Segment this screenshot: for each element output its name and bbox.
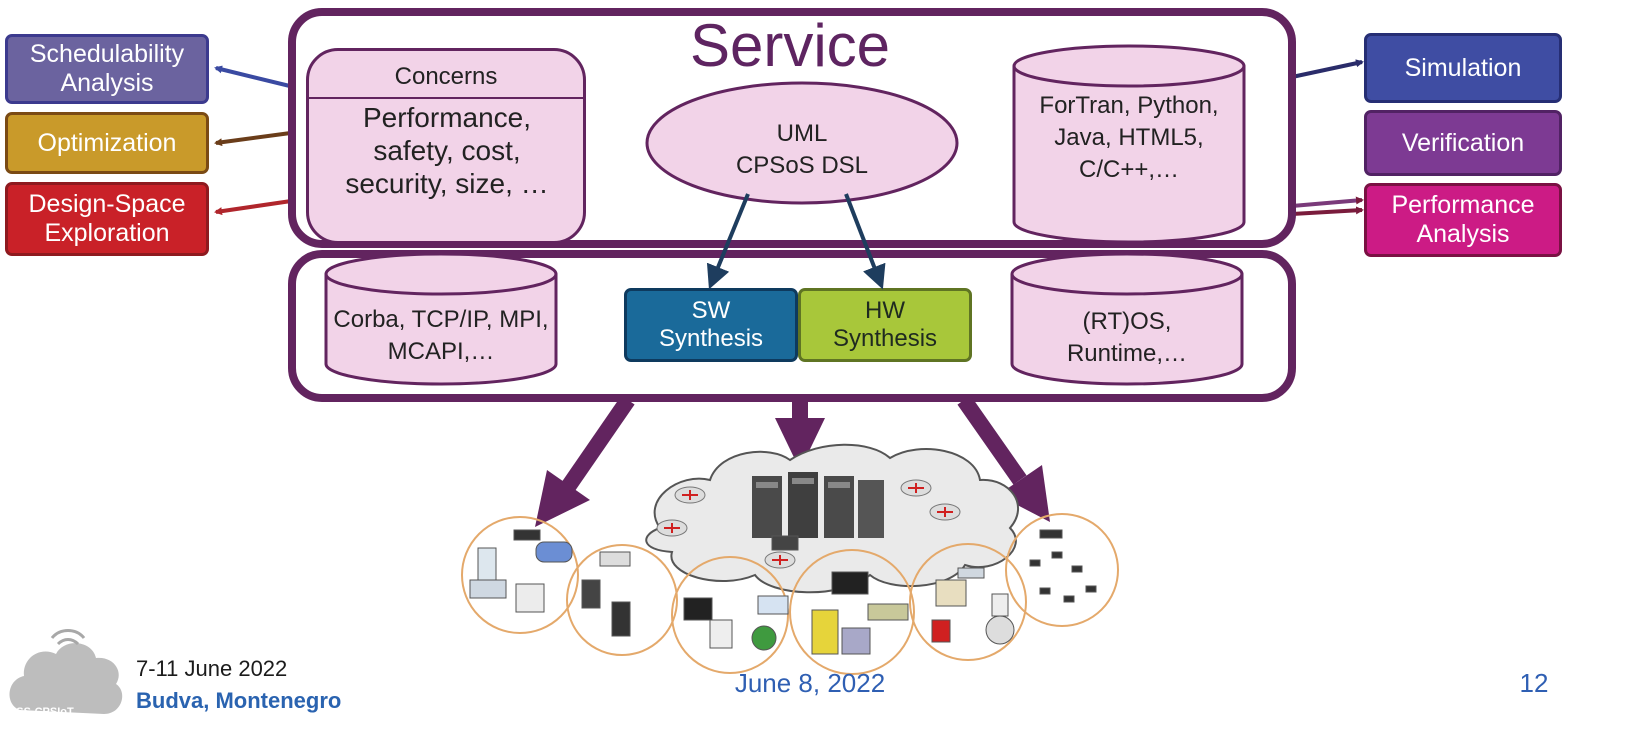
languages-text: ForTran, Python, Java, HTML5, C/C++,… xyxy=(1039,92,1219,183)
optimization-label: Optimization xyxy=(37,128,177,157)
design-space-exploration-box: Design-Space Exploration xyxy=(5,182,209,256)
arrow-uml-to-sw xyxy=(706,193,750,290)
router-icon-4 xyxy=(929,503,961,521)
event-logo-text: SS-CPSIoT xyxy=(16,706,74,718)
event-dates: 7-11 June 2022 xyxy=(136,656,288,681)
concerns-box: Concerns Performance, safety, cost, secu… xyxy=(306,48,586,244)
uml-label: UML CPSoS DSL xyxy=(644,118,960,182)
event-logo-cloud-icon xyxy=(9,629,123,714)
verification-label: Verification xyxy=(1401,128,1525,157)
big-arrow-left xyxy=(535,395,635,527)
arrow-to-schedulability xyxy=(214,65,299,90)
router-icon-1 xyxy=(674,486,706,504)
devices-icon xyxy=(469,529,1097,655)
concerns-body: Performance, safety, cost, security, siz… xyxy=(345,102,549,199)
arrow-to-performance-1 xyxy=(1291,196,1364,208)
simulation-box: Simulation xyxy=(1364,33,1562,103)
uml-line-1: UML xyxy=(776,120,828,147)
schedulability-analysis-box: Schedulability Analysis xyxy=(5,34,209,104)
big-arrow-middle xyxy=(775,400,825,470)
rtos-text: (RT)OS, Runtime,… xyxy=(1066,308,1188,367)
router-icon-5 xyxy=(764,551,796,569)
performance-analysis-label: Performance Analysis xyxy=(1391,191,1535,248)
uml-ellipse xyxy=(645,81,959,205)
hw-synthesis-box: HW Synthesis xyxy=(798,288,972,362)
schedulability-analysis-label: Schedulability Analysis xyxy=(29,40,185,97)
arrow-to-design-space xyxy=(214,198,299,216)
design-space-exploration-label: Design-Space Exploration xyxy=(28,190,186,247)
verification-box: Verification xyxy=(1364,110,1562,176)
router-icon-3 xyxy=(900,479,932,497)
arrow-to-performance-2 xyxy=(1291,206,1364,216)
concerns-header: Concerns xyxy=(394,63,498,90)
arrow-to-optimization xyxy=(214,130,299,147)
sw-synthesis-box: SW Synthesis xyxy=(624,288,798,362)
device-cluster-circles xyxy=(461,513,1119,675)
middleware-text: Corba, TCP/IP, MPI, MCAPI,… xyxy=(333,306,549,365)
event-location: Budva, Montenegro xyxy=(136,688,342,713)
performance-analysis-box: Performance Analysis xyxy=(1364,183,1562,257)
page-number: 12 xyxy=(1519,668,1549,698)
server-rack-icon xyxy=(752,472,884,538)
languages-cylinder xyxy=(1012,44,1246,244)
concerns-divider xyxy=(309,97,583,99)
arrow-to-simulation xyxy=(1291,59,1364,79)
hw-synthesis-label: HW Synthesis xyxy=(832,297,938,352)
service-title: Service xyxy=(689,12,891,79)
middleware-cylinder xyxy=(324,252,558,386)
rtos-cylinder xyxy=(1010,252,1244,386)
big-arrow-right xyxy=(957,395,1050,522)
simulation-label: Simulation xyxy=(1404,53,1522,82)
router-icon-2 xyxy=(656,519,688,537)
optimization-box: Optimization xyxy=(5,112,209,174)
footer-date: June 8, 2022 xyxy=(734,668,886,698)
uml-line-2: CPSoS DSL xyxy=(735,152,869,179)
sw-synthesis-label: SW Synthesis xyxy=(658,297,764,352)
arrow-uml-to-hw xyxy=(844,193,886,290)
